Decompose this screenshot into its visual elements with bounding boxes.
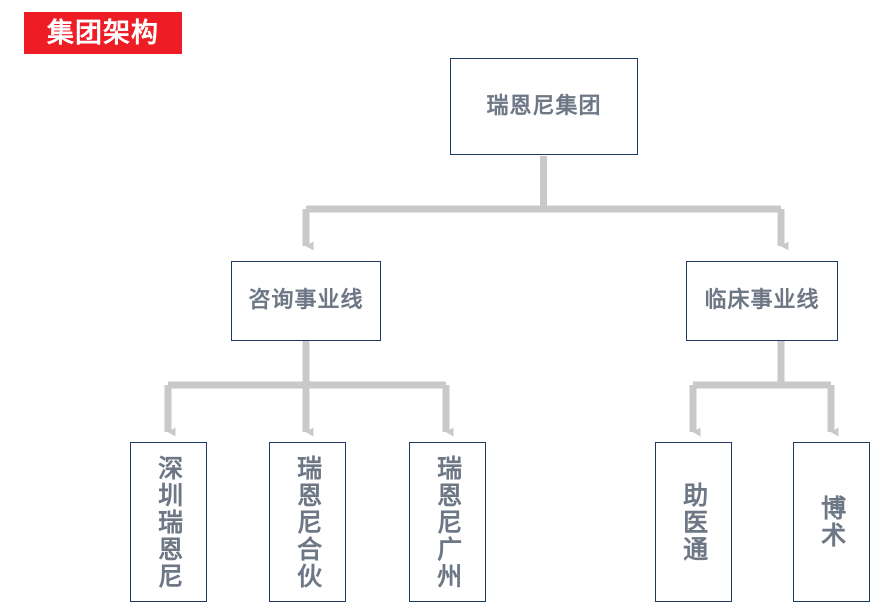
node-label-clinical: 临床事业线 (704, 288, 820, 314)
node-label-root: 瑞恩尼集团 (486, 93, 602, 119)
node-label-guangzhou: 瑞恩尼广州 (433, 454, 463, 590)
node-label-zhuyitong: 助医通 (679, 481, 709, 563)
chart-title-badge: 集团架构 (24, 12, 182, 54)
node-label-partnership: 瑞恩尼合伙 (293, 454, 323, 590)
node-leaf-boshu[interactable]: 博术 (793, 442, 870, 602)
node-division-clinical[interactable]: 临床事业线 (686, 261, 838, 341)
node-leaf-partnership[interactable]: 瑞恩尼合伙 (269, 442, 346, 602)
node-label-consulting: 咨询事业线 (248, 288, 364, 314)
chart-title-text: 集团架构 (47, 17, 159, 49)
edge-consulting-to-leaves (164, 341, 454, 437)
node-root-group[interactable]: 瑞恩尼集团 (450, 58, 638, 155)
node-leaf-shenzhen[interactable]: 深圳瑞恩尼 (130, 442, 207, 602)
node-leaf-guangzhou[interactable]: 瑞恩尼广州 (409, 442, 486, 602)
edge-root-to-divisions (302, 156, 789, 251)
node-label-boshu: 博术 (817, 495, 847, 549)
node-leaf-zhuyitong[interactable]: 助医通 (655, 442, 732, 602)
node-label-shenzhen: 深圳瑞恩尼 (154, 454, 184, 590)
node-division-consulting[interactable]: 咨询事业线 (231, 261, 381, 341)
edge-clinical-to-leaves (689, 341, 839, 437)
